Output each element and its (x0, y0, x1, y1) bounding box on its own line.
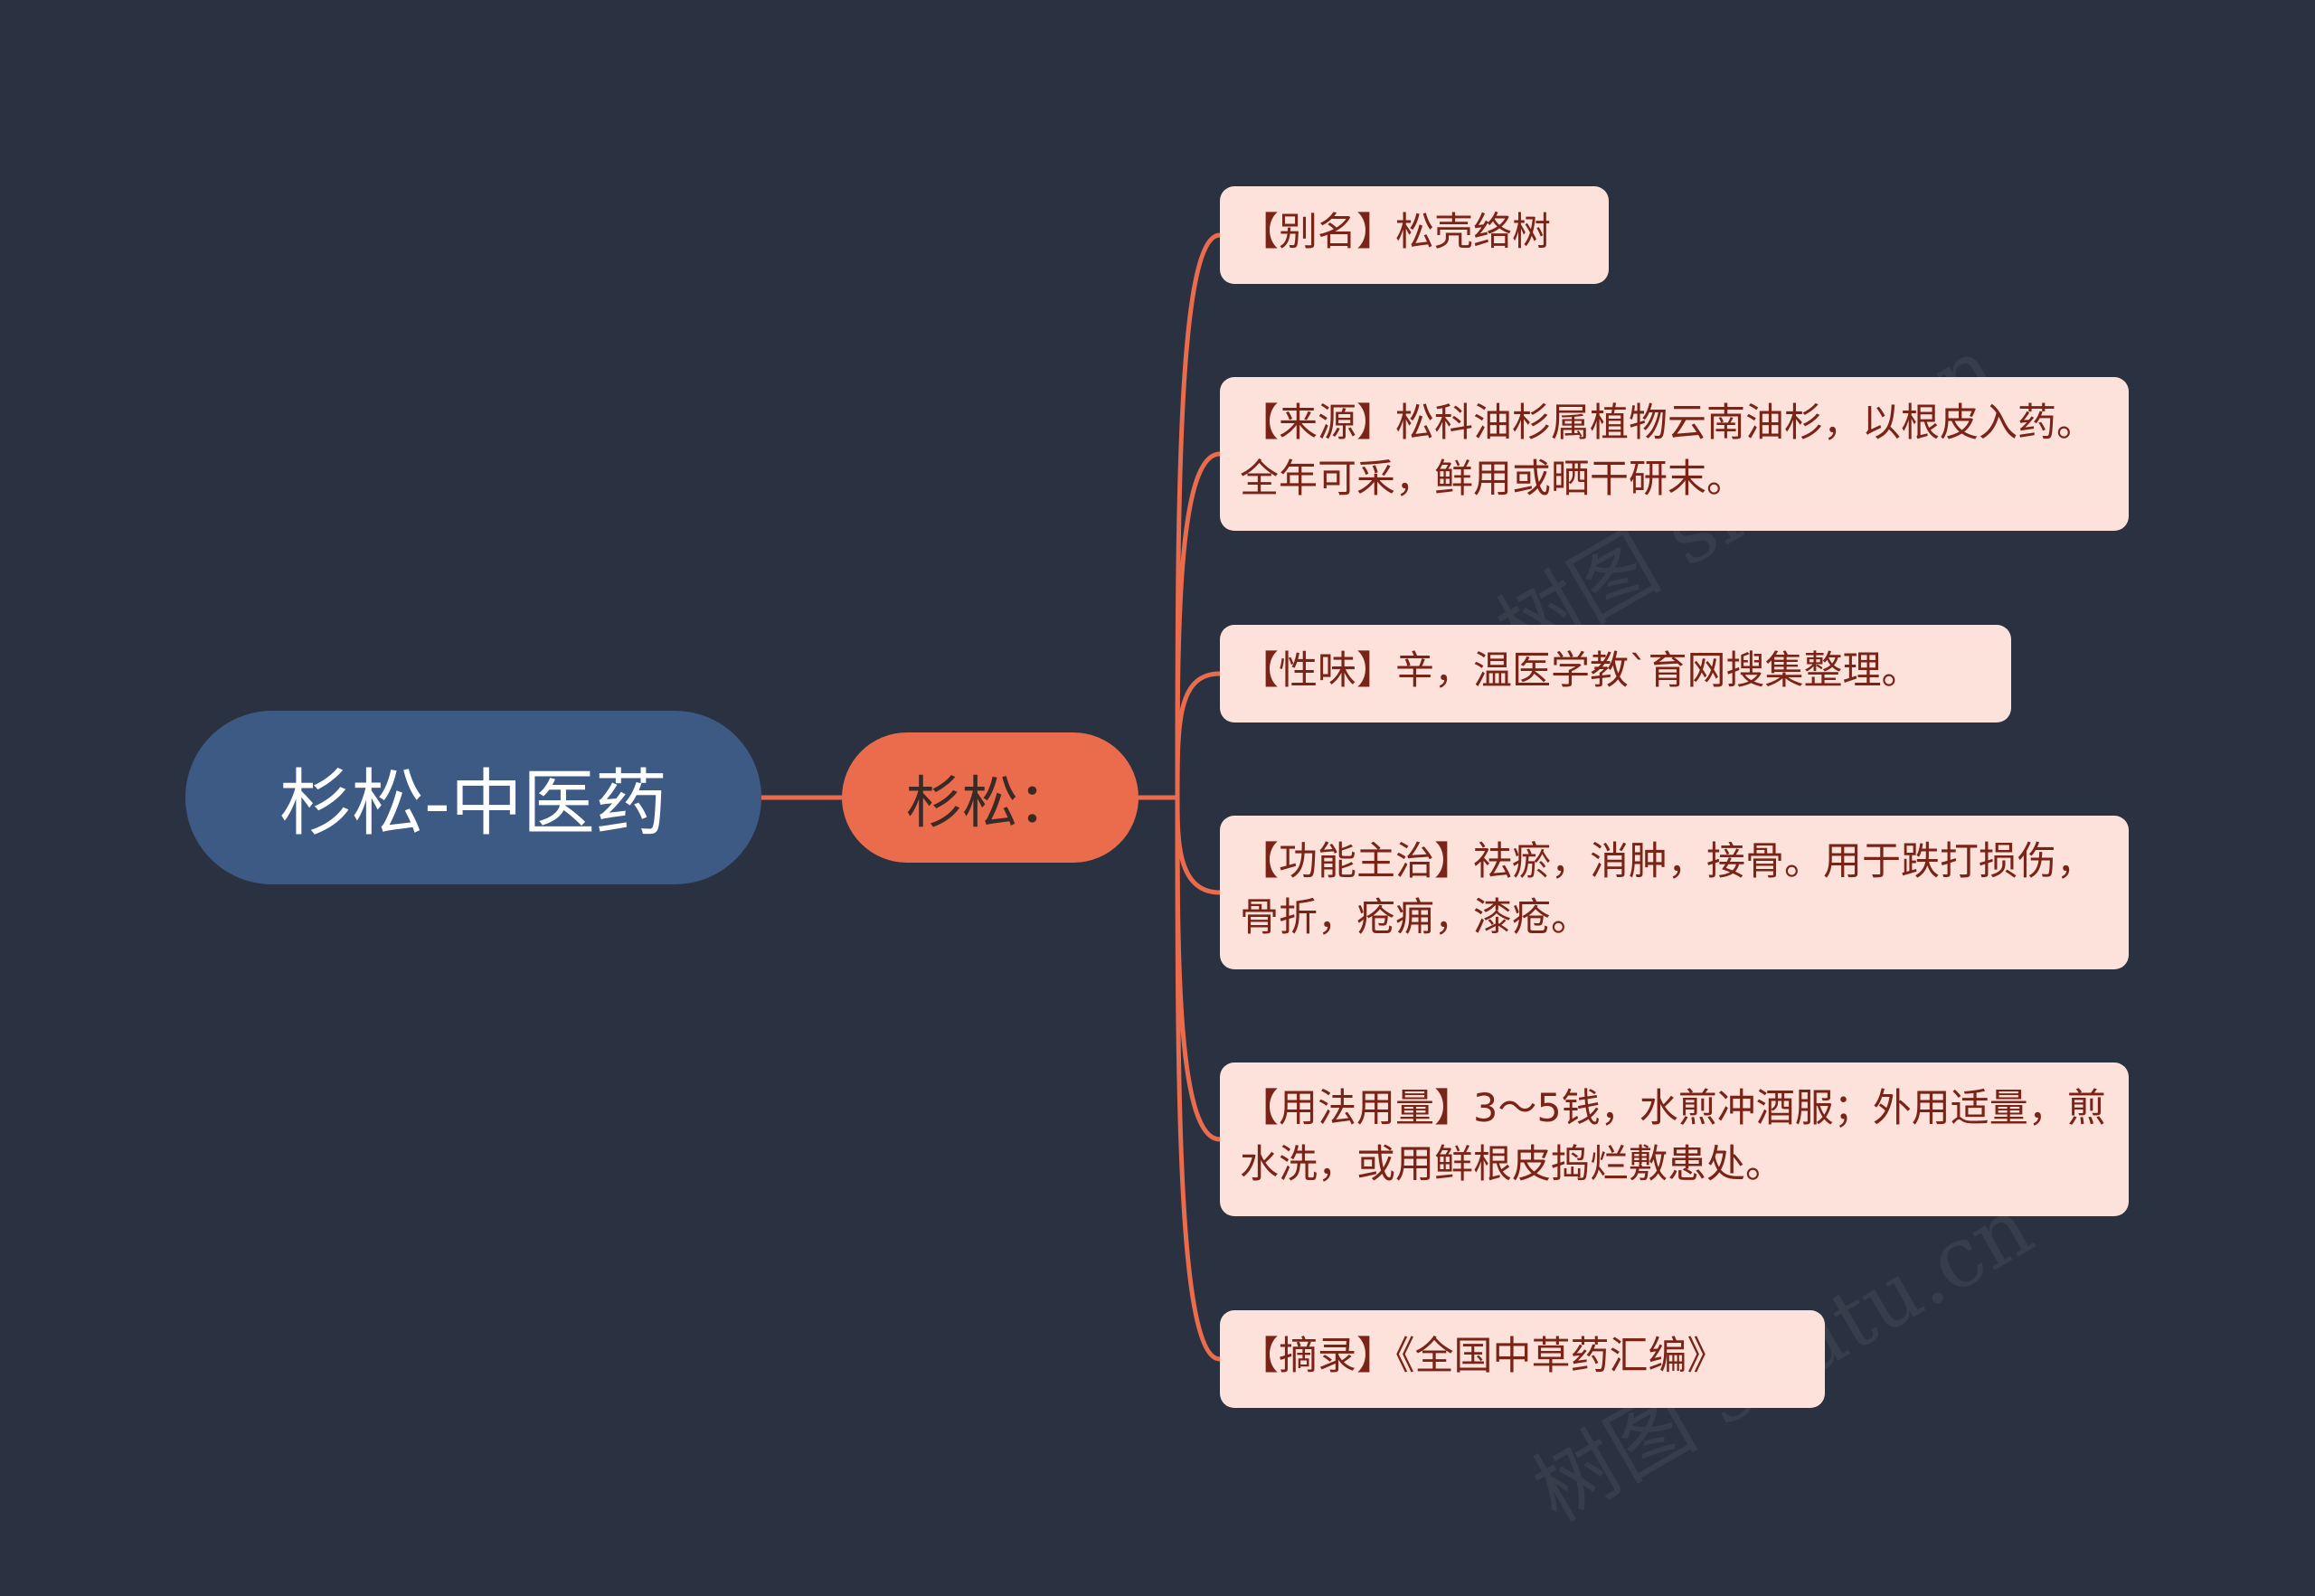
leaf-topic-source[interactable]: 【来源】松科油杉属植物云南油杉，以根皮入药。全年可采，鲜用或晒干研末。 (1220, 377, 2129, 531)
leaf-topic-indications[interactable]: 【功能主治】祛瘀，消肿，接骨。用于跌打损伤，骨折，疮痈，漆疮。 (1220, 816, 2129, 969)
connector-leaf-6 (1175, 797, 1221, 1362)
branch-topic[interactable]: 杉松： (842, 732, 1139, 863)
leaf-topic-excerpt[interactable]: 【摘录】《全国中草药汇编》 (1220, 1310, 1825, 1408)
leaf-text: 【性味】辛，温医学教`育网搜集整理。 (1240, 648, 1921, 694)
connector-leaf-4 (1175, 797, 1221, 895)
leaf-text: 【摘录】《全国中草药汇编》 (1240, 1334, 1726, 1379)
connector-leaf-3 (1175, 671, 1221, 798)
leaf-topic-alias[interactable]: 【别名】松壳络树 (1220, 186, 1609, 284)
leaf-text: 【来源】松科油杉属植物云南油杉，以根皮入药。全年可采，鲜用或晒干研末。 (1240, 401, 2095, 502)
leaf-text: 【别名】松壳络树 (1240, 210, 1551, 255)
root-topic-label: 杉松-中医药 (279, 761, 667, 845)
root-topic[interactable]: 杉松-中医药 (185, 711, 761, 884)
leaf-topic-nature[interactable]: 【性味】辛，温医学教`育网搜集整理。 (1220, 625, 2011, 722)
leaf-text: 【功能主治】祛瘀，消肿，接骨。用于跌打损伤，骨折，疮痈，漆疮。 (1240, 839, 2095, 940)
connector-leaf-2 (1175, 451, 1221, 798)
leaf-topic-dosage[interactable]: 【用法用量】3～5钱，水煎冲酒服；外用适量，煎水洗，或用鲜根皮捣烂敷患处。 (1220, 1062, 2129, 1216)
connector-leaf-5 (1175, 797, 1221, 1142)
leaf-text: 【用法用量】3～5钱，水煎冲酒服；外用适量，煎水洗，或用鲜根皮捣烂敷患处。 (1240, 1086, 2106, 1187)
branch-topic-label: 杉松： (905, 770, 1074, 836)
